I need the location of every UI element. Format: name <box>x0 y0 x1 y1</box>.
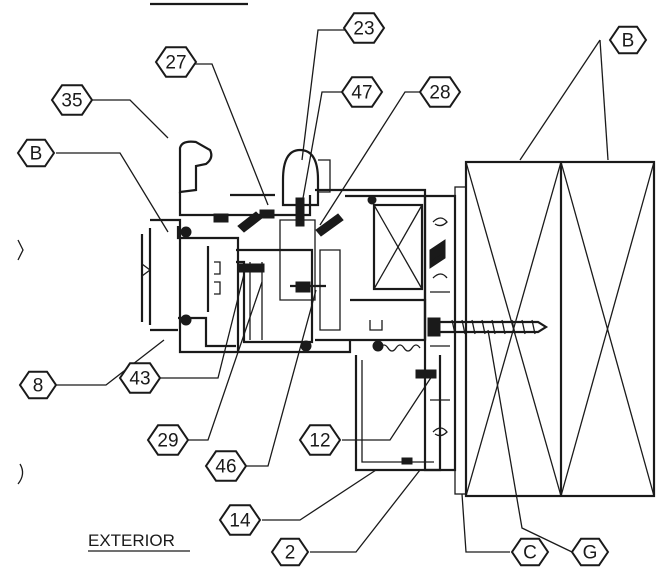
callout-number: 2 <box>285 543 296 564</box>
callout-c14: 14 <box>218 504 262 536</box>
callout-hexagon <box>298 424 342 456</box>
callout-hexagon <box>118 362 162 394</box>
callout-number: 29 <box>157 431 178 452</box>
callout-cB1: B <box>16 138 56 168</box>
leader-lines <box>17 29 609 553</box>
callout-hexagon <box>608 25 648 55</box>
callout-hexagon <box>204 450 248 482</box>
wood-blocking <box>454 160 656 498</box>
callout-hexagon <box>146 424 190 456</box>
callout-hexagon <box>154 46 198 78</box>
callout-number: 8 <box>33 376 44 397</box>
callout-hexagon <box>218 504 262 536</box>
callout-c29: 29 <box>146 424 190 456</box>
callout-number: C <box>523 543 537 564</box>
callout-c28: 28 <box>418 76 462 108</box>
callout-cC: C <box>510 537 550 567</box>
callout-hexagon <box>16 138 56 168</box>
callout-hexagon <box>342 12 386 44</box>
callout-hexagon <box>270 537 310 567</box>
callout-number: 47 <box>351 83 372 104</box>
callout-number: B <box>622 31 635 52</box>
anchor-screw <box>415 317 549 379</box>
callout-c2: 2 <box>270 537 310 567</box>
callout-c12: 12 <box>298 424 342 456</box>
callout-c23: 23 <box>342 12 386 44</box>
callout-c43: 43 <box>118 362 162 394</box>
callout-number: 43 <box>129 369 150 390</box>
frame-profile <box>315 188 457 472</box>
callout-hexagon <box>510 537 550 567</box>
callout-c47: 47 <box>340 76 384 108</box>
callout-hexagon <box>50 84 94 116</box>
callout-hexagon <box>570 537 610 567</box>
callout-number: 35 <box>61 91 82 112</box>
callout-number: 23 <box>353 19 374 40</box>
callout-hexagon <box>18 370 58 400</box>
callout-number: 27 <box>165 53 186 74</box>
callout-cB2: B <box>608 25 648 55</box>
callout-number: G <box>583 543 598 564</box>
exterior-caption: EXTERIOR <box>88 531 175 550</box>
callout-hexagon <box>340 76 384 108</box>
callout-c46: 46 <box>204 450 248 482</box>
callout-number: 46 <box>215 457 236 478</box>
sash-profile <box>140 140 352 354</box>
callout-number: 14 <box>229 511 251 532</box>
callout-cG: G <box>570 537 610 567</box>
callout-c27: 27 <box>154 46 198 78</box>
callout-c8: 8 <box>18 370 58 400</box>
callout-c35: 35 <box>50 84 94 116</box>
callout-number: 12 <box>309 431 330 452</box>
callout-number: 28 <box>429 83 450 104</box>
callout-number: B <box>30 144 43 165</box>
callout-hexagon <box>418 76 462 108</box>
